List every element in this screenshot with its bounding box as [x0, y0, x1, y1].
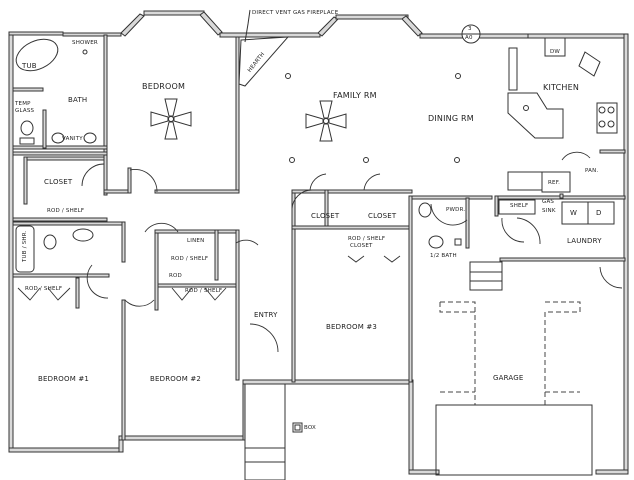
door-swings [17, 151, 623, 353]
closet-a-label: Closet [311, 212, 340, 220]
bed3-closet-label: Closet [350, 243, 373, 249]
fireplace-leader-line [244, 9, 251, 43]
pantry-label: Pan. [585, 168, 599, 174]
laundry-label: Laundry [567, 237, 602, 245]
gas-label: Gas [542, 199, 555, 205]
bed3-rod-shelf-label: Rod / Shelf [348, 236, 386, 242]
section-marker-bottom: A0 [465, 35, 473, 41]
bed2-rod-shelf-label: Rod / Shelf [185, 288, 223, 294]
sink-label: Sink [542, 208, 556, 214]
tub-label: Tub [22, 62, 37, 70]
section-marker-top: 3 [468, 26, 472, 32]
interior-walls [12, 34, 626, 441]
hall-rod-label: Rod [169, 273, 182, 279]
refrigerator-label: Ref. [548, 180, 561, 186]
tub-shower-label: Tub / Shr. [22, 230, 28, 262]
dishwasher-label: DW [550, 49, 561, 55]
fireplace-note: Direct Vent Gas Fireplace [252, 10, 339, 16]
kitchen-label: Kitchen [543, 83, 580, 92]
master-rod-shelf-label: Rod / Shelf [47, 208, 85, 214]
washer-label: W [570, 209, 578, 217]
bedroom-2-label: Bedroom #2 [150, 375, 202, 383]
dryer-label: D [596, 209, 602, 217]
ceiling-fan-icon [150, 98, 192, 140]
master-bedroom-label: Bedroom [142, 82, 186, 91]
shelf-label: Shelf [510, 203, 529, 209]
master-closet-label: Closet [44, 178, 73, 186]
half-bath-label: 1/2 Bath [430, 253, 457, 259]
ceiling-fan-icon [305, 100, 347, 142]
shower-label: Shower [72, 40, 98, 46]
hall-rod-shelf-label: Rod / Shelf [171, 256, 209, 262]
fixtures [15, 36, 618, 480]
light-fixture-icons [285, 73, 529, 163]
entry-label: Entry [254, 311, 278, 319]
ceiling-fan-icons [150, 98, 347, 142]
powder-label: Pwdr. [446, 207, 466, 213]
garage-car-outlines [435, 301, 593, 476]
closet-b-label: Closet [368, 212, 397, 220]
bed1-rod-shelf-label: Rod / Shelf [25, 286, 63, 292]
linen-label: Linen [187, 238, 205, 244]
bedroom-3-label: Bedroom #3 [326, 323, 378, 331]
garage-label: Garage [493, 374, 524, 382]
bath-label: Bath [68, 96, 88, 104]
temp-glass-label: Temp Glass [15, 101, 35, 114]
dining-room-label: Dining Rm [428, 114, 474, 123]
bedroom-1-label: Bedroom #1 [38, 375, 90, 383]
family-room-label: Family Rm [333, 91, 377, 100]
vanity-label: Vanity [62, 136, 83, 142]
box-label: Box [304, 425, 317, 431]
